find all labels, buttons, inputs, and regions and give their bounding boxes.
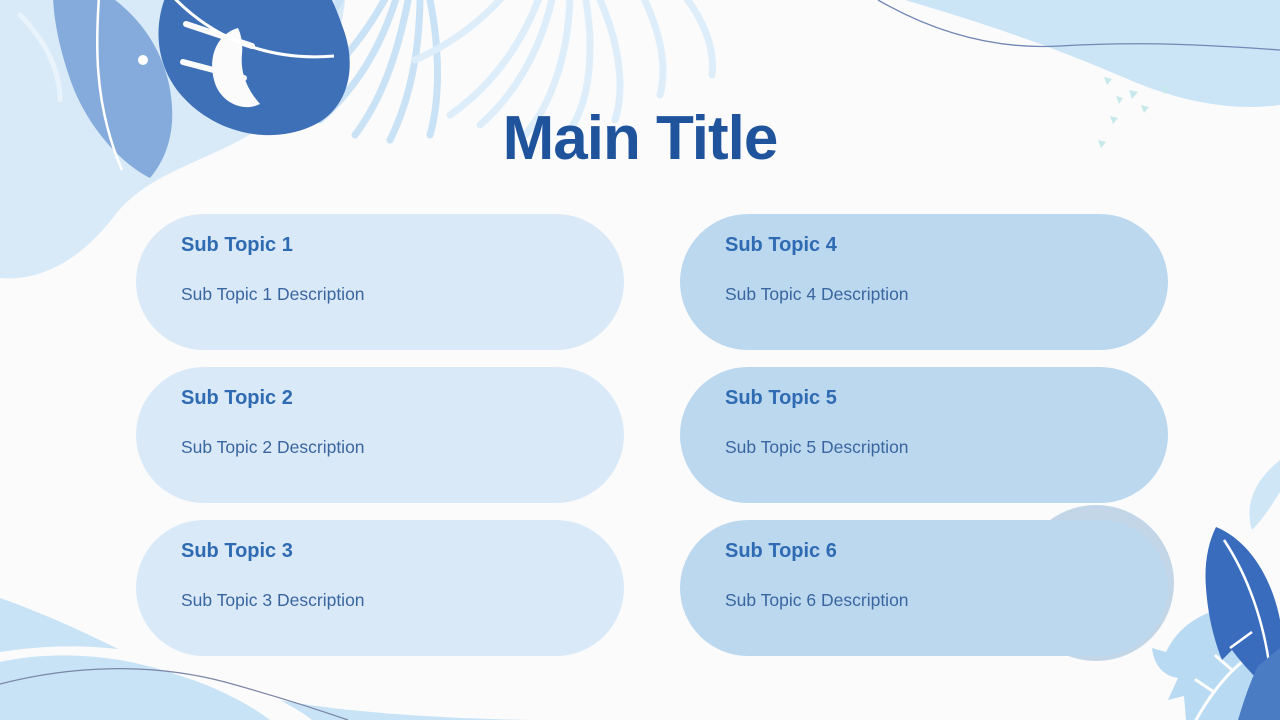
subtopic-card-2: Sub Topic 2 Sub Topic 2 Description [136,367,624,503]
subtopic-card-5: Sub Topic 5 Sub Topic 5 Description [680,367,1168,503]
subtopic-card-1: Sub Topic 1 Sub Topic 1 Description [136,214,624,350]
subtopic-6-description: Sub Topic 6 Description [725,590,909,610]
subtopic-card-6: Sub Topic 6 Sub Topic 6 Description [680,520,1168,656]
corner-wedge-icon [1238,648,1280,720]
wave-gap-icon [0,646,312,720]
subtopic-2-title: Sub Topic 2 [181,387,293,409]
subtopic-card-4: Sub Topic 4 Sub Topic 4 Description [680,214,1168,350]
subtopic-5-description: Sub Topic 5 Description [725,437,909,457]
corner-wave-icon [905,0,1280,107]
subtopic-2-description: Sub Topic 2 Description [181,437,365,457]
subtopic-card-3: Sub Topic 3 Sub Topic 3 Description [136,520,624,656]
subtopic-3-title: Sub Topic 3 [181,540,293,562]
topics-grid: Sub Topic 1 Sub Topic 1 Description Sub … [136,214,1168,656]
subtopic-1-title: Sub Topic 1 [181,234,293,256]
wavy-line-icon [877,0,1280,51]
subtopic-1-description: Sub Topic 1 Description [181,284,365,304]
subtopic-4-title: Sub Topic 4 [725,234,837,256]
subtopic-4-description: Sub Topic 4 Description [725,284,909,304]
subtopic-3-description: Sub Topic 3 Description [181,590,365,610]
watermark-frond-icon [17,0,133,103]
bottom-right-leaf-icon [1152,606,1280,720]
subtopic-6-title: Sub Topic 6 [725,540,837,562]
bottom-wavy-line-icon [0,668,349,720]
slide-title: Main Title [502,104,779,173]
feather-leaf-icon [1205,527,1280,696]
subtopic-5-title: Sub Topic 5 [725,387,837,409]
right-edge-leaf-icon [1249,460,1280,530]
